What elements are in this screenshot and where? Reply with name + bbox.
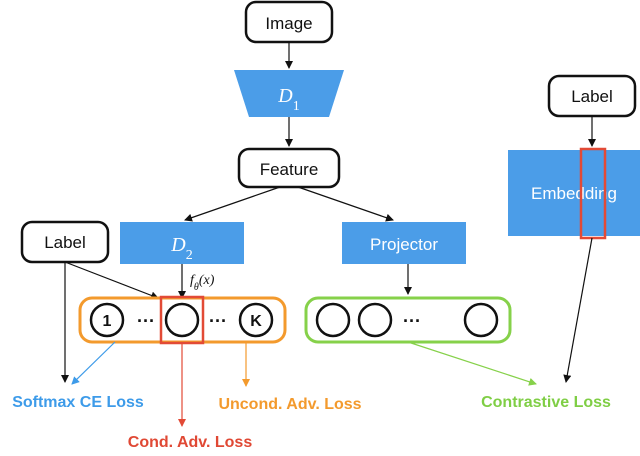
projector-node: Projector	[342, 222, 466, 264]
classifier-ellipsis-1: ···	[137, 311, 155, 331]
d1-label: D1	[277, 85, 299, 114]
label-right-text: Label	[571, 87, 613, 106]
proj-node-2	[357, 302, 393, 338]
feature-label: Feature	[260, 160, 319, 179]
embedding-label: Embedding	[531, 184, 617, 203]
d2-label: D2	[170, 234, 192, 263]
class-node-target	[164, 302, 200, 338]
d1-encoder-node: D1	[234, 70, 344, 117]
softmax-ce-loss-label: Softmax CE Loss	[12, 394, 144, 411]
proj-node-last	[463, 302, 499, 338]
d2-head-node: D2	[120, 222, 244, 264]
embedding-node: Embedding	[508, 147, 640, 240]
label-left-text: Label	[44, 233, 86, 252]
arrow-to-softmax-ce	[71, 341, 116, 385]
feature-node: Feature	[237, 147, 341, 189]
classifier-output-row: 1 ··· ··· K	[78, 295, 287, 345]
embedding-class-highlight	[579, 147, 607, 240]
class-node-first-label: 1	[103, 313, 112, 330]
image-node: Image	[244, 0, 334, 44]
class-node-last	[238, 302, 274, 338]
label-right-node: Label	[547, 74, 637, 118]
arrow-feature-to-projector	[297, 186, 394, 222]
projector-ellipsis: ···	[403, 311, 421, 331]
class-node-first	[89, 302, 125, 338]
projector-label: Projector	[370, 235, 438, 254]
arrow-feature-to-d2	[184, 186, 281, 222]
arrow-projector-to-contrastive	[407, 341, 537, 386]
arrow-embedding-to-contrastive	[563, 237, 593, 383]
image-label: Image	[265, 14, 312, 33]
contrastive-loss-label: Contrastive Loss	[481, 394, 611, 411]
f-theta-label: fθ(x)	[190, 273, 215, 293]
arrow-label-to-classifier	[64, 261, 159, 300]
label-left-node: Label	[20, 220, 110, 264]
proj-node-1	[315, 302, 351, 338]
cond-adv-loss-label: Cond. Adv. Loss	[128, 434, 253, 451]
classifier-ellipsis-2: ···	[209, 311, 227, 331]
projector-output-row: ···	[304, 296, 512, 344]
uncond-adv-loss-label: Uncond. Adv. Loss	[218, 396, 361, 413]
class-node-last-label: K	[250, 313, 262, 330]
